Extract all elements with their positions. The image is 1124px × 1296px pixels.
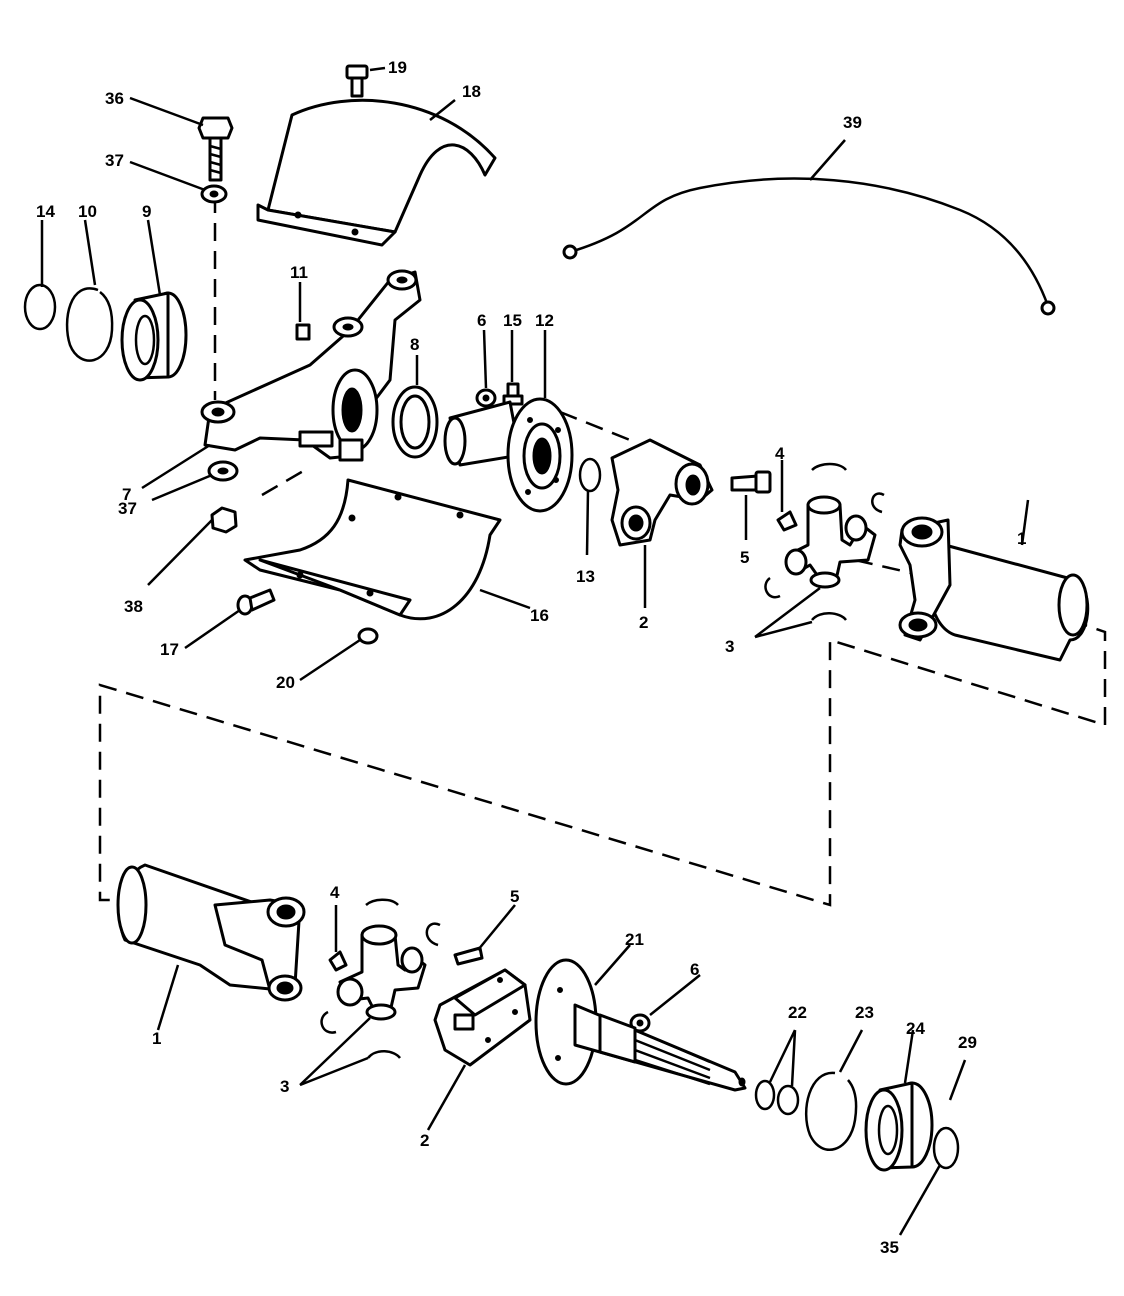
part-10-snap-ring [65, 287, 114, 362]
part-38-nut [210, 506, 238, 534]
part-18-upper-shield [256, 98, 497, 247]
callout-37-bottom: 37 [118, 499, 137, 518]
callout-17: 17 [160, 640, 179, 659]
callout-13: 13 [576, 567, 595, 586]
part-14-retaining-ring [23, 283, 57, 331]
part-3-u-joint-top [764, 462, 885, 621]
part-9-bearing [120, 291, 188, 382]
part-5-bolt-bottom [453, 946, 484, 966]
part-16-lower-shield [243, 478, 502, 621]
part-3-u-joint-bottom [320, 898, 441, 1059]
part-4-fitting-bottom [328, 950, 348, 972]
part-5-bolt-top [730, 470, 772, 494]
callout-numbers: 19 18 36 37 14 10 9 11 8 6 15 12 7 37 38… [36, 58, 1026, 1257]
callout-3-top: 3 [725, 637, 734, 656]
callout-39: 39 [843, 113, 862, 132]
part-13-o-ring [578, 457, 602, 493]
part-17-bolt [236, 588, 276, 616]
callout-18: 18 [462, 82, 481, 101]
callout-1-top: 1 [1017, 529, 1026, 548]
callout-4-top: 4 [775, 444, 785, 463]
assembly-lines [98, 195, 1107, 907]
part-21-output-shaft [534, 958, 747, 1092]
part-1-shaft-bottom [116, 863, 306, 1002]
callout-24: 24 [906, 1019, 925, 1038]
callout-15: 15 [503, 311, 522, 330]
part-39-wire [562, 177, 1056, 316]
callout-3-bottom: 3 [280, 1077, 289, 1096]
callout-22: 22 [788, 1003, 807, 1022]
callout-19: 19 [388, 58, 407, 77]
callout-6-bottom: 6 [690, 960, 699, 979]
part-37-washer-top [200, 184, 228, 204]
callout-2-top: 2 [639, 613, 648, 632]
part-12-flange-shaft [443, 397, 574, 513]
part-1-shaft-top [898, 516, 1090, 662]
part-23-snap-ring [805, 1071, 858, 1151]
callout-1-bottom: 1 [152, 1029, 161, 1048]
callout-5-bottom: 5 [510, 887, 519, 906]
callout-11: 11 [290, 263, 308, 282]
callout-7: 7 [122, 485, 131, 504]
callout-8: 8 [410, 335, 419, 354]
part-7-bracket [200, 269, 422, 462]
part-37-washer-bottom [207, 460, 239, 482]
part-2-yoke-top [610, 438, 714, 547]
part-4-fitting-top [776, 510, 798, 532]
callout-2-bottom: 2 [420, 1131, 429, 1150]
leader-lines [40, 66, 1030, 1236]
callout-16: 16 [530, 606, 549, 625]
callout-10: 10 [78, 202, 97, 221]
callout-37-top: 37 [105, 151, 124, 170]
callout-21: 21 [625, 930, 644, 949]
callout-20: 20 [276, 673, 295, 692]
callout-35: 35 [880, 1238, 899, 1257]
part-11-fitting [295, 323, 311, 341]
callout-12: 12 [535, 311, 554, 330]
callout-23: 23 [855, 1003, 874, 1022]
callout-38: 38 [124, 597, 143, 616]
part-36-bolt [197, 116, 234, 182]
part-6-nut-top [475, 388, 497, 408]
callout-6-top: 6 [477, 311, 486, 330]
part-35-ring [932, 1126, 960, 1170]
part-2-yoke-bottom [433, 968, 532, 1067]
part-8-seal [391, 385, 439, 459]
part-15-fitting [502, 382, 524, 406]
part-22-o-rings [754, 1079, 800, 1116]
callout-5-top: 5 [740, 548, 749, 567]
callout-4-bottom: 4 [330, 883, 340, 902]
callout-14: 14 [36, 202, 55, 221]
callout-36: 36 [105, 89, 124, 108]
part-24-bearing [864, 1081, 934, 1172]
callout-9: 9 [142, 202, 151, 221]
part-20-nut [357, 627, 379, 645]
callout-29: 29 [958, 1033, 977, 1052]
part-19-bolt [345, 64, 369, 98]
